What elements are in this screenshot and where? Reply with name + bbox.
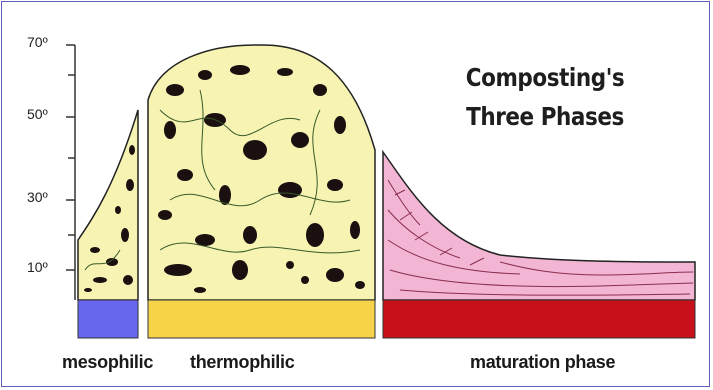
mesophilic-bar (78, 300, 138, 338)
tick-label-10: 10º (27, 259, 48, 275)
maturation-pile (383, 152, 695, 300)
title-line-1: Composting's (420, 58, 669, 97)
phase-label-maturation: maturation phase (470, 352, 615, 373)
tick-label-70: 70º (27, 34, 48, 50)
y-axis (66, 45, 75, 300)
maturation-bar (383, 300, 695, 338)
thermophilic-pile (148, 45, 375, 300)
thermophilic-bar (148, 300, 375, 338)
phase-label-thermophilic: thermophilic (190, 352, 294, 373)
mesophilic-pile (78, 110, 138, 300)
tick-label-30: 30º (27, 189, 48, 205)
diagram-title: Composting's Three Phases (420, 58, 669, 136)
phase-label-mesophilic: mesophilic (62, 352, 153, 373)
tick-label-50: 50º (27, 106, 48, 122)
title-line-2: Three Phases (420, 97, 669, 136)
